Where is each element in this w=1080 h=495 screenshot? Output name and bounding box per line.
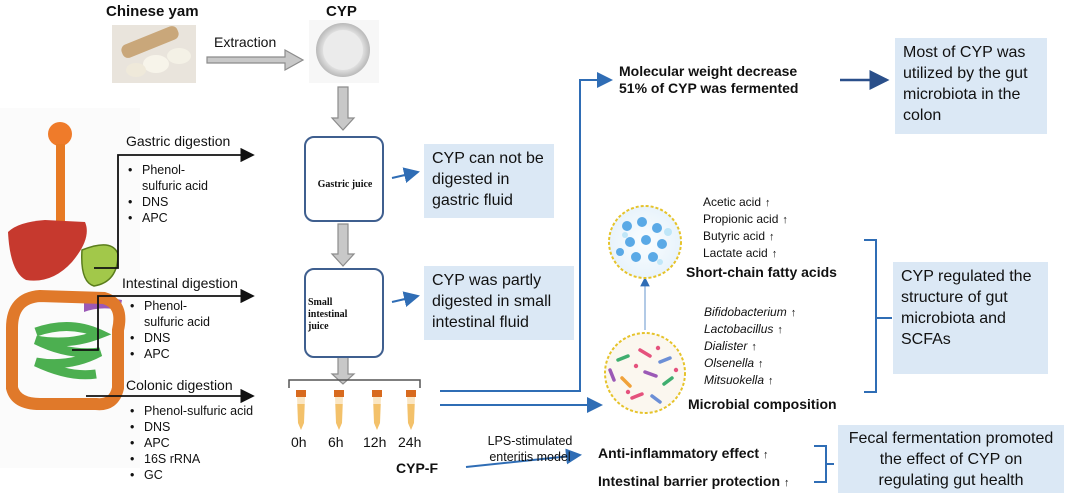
method-item: 16S rRNA	[130, 451, 253, 467]
cyp-powder-image	[309, 20, 379, 83]
anti-inflammatory-text: Anti-inflammatory effect↑	[598, 445, 769, 464]
scfa-item: Propionic acid↑	[703, 212, 788, 226]
microbe-item: Dialister↑	[704, 339, 757, 353]
colon-utilization-box: Most of CYP was utilized by the gut micr…	[895, 38, 1047, 134]
stage-connector-lines	[72, 147, 255, 404]
digestive-system-illustration	[0, 108, 140, 468]
enteritis-model-label: LPS-stimulated enteritis model	[487, 434, 573, 464]
method-item: APC	[130, 346, 210, 362]
scfa-cell-image	[608, 205, 682, 279]
scfa-title: Short-chain fatty acids	[686, 264, 837, 280]
microbe-item: Olsenella↑	[704, 356, 764, 370]
intestinal-juice-label: Small intestinal juice	[308, 297, 348, 332]
result-arrows	[391, 167, 420, 307]
flow-gray-arrows	[330, 86, 356, 385]
method-item: DNS	[128, 194, 208, 210]
extraction-label: Extraction	[214, 34, 277, 50]
intestinal-result-box: CYP was partly digested in small intesti…	[424, 266, 574, 340]
tube-tray-bracket	[288, 379, 421, 388]
gastric-vessel	[304, 136, 384, 222]
intestinal-stage-label: Intestinal digestion	[122, 275, 238, 291]
method-item: APC	[130, 435, 253, 451]
extraction-arrow	[206, 48, 305, 72]
method-item: sulfuric acid	[144, 315, 210, 329]
method-item: APC	[128, 210, 208, 226]
method-item: Phenol-	[130, 298, 210, 314]
time-label: 0h	[291, 434, 307, 450]
increase-arrow-icon: ↑	[790, 307, 797, 319]
method-item: sulfuric acid	[142, 179, 208, 193]
method-item: Phenol-sulfuric acid	[130, 403, 253, 419]
increase-arrow-icon: ↑	[758, 358, 764, 370]
fermentation-tubes	[296, 390, 416, 430]
increase-arrow-icon: ↑	[768, 375, 774, 387]
time-label: 6h	[328, 434, 344, 450]
microbe-title: Microbial composition	[688, 396, 837, 412]
method-item: GC	[130, 467, 253, 483]
intestinal-methods-list: Phenol- sulfuric acid DNS APC	[130, 298, 210, 362]
microbe-item: Mitsuokella↑	[704, 373, 774, 387]
chinese-yam-image	[112, 25, 196, 83]
microbe-item: Bifidobacterium↑	[704, 305, 797, 319]
increase-arrow-icon: ↑	[763, 449, 769, 461]
microbiota-regulation-box: CYP regulated the structure of gut micro…	[893, 262, 1048, 374]
increase-arrow-icon: ↑	[784, 477, 790, 489]
fermentation-flow-arrows	[440, 72, 613, 413]
increase-arrow-icon: ↑	[769, 231, 775, 243]
molecular-weight-text: Molecular weight decrease	[619, 63, 798, 79]
method-item: DNS	[130, 330, 210, 346]
fecal-fermentation-box: Fecal fermentation promoted the effect o…	[838, 425, 1064, 493]
colonic-methods-list: Phenol-sulfuric acid DNS APC 16S rRNA GC	[130, 403, 253, 483]
microbial-cell-image	[604, 332, 686, 414]
scfa-item: Butyric acid↑	[703, 229, 775, 243]
microbe-item: Lactobacillus↑	[704, 322, 783, 336]
time-label: 12h	[363, 434, 387, 450]
gastric-juice-label: Gastric juice	[317, 179, 373, 190]
increase-arrow-icon: ↑	[751, 341, 757, 353]
barrier-protection-text: Intestinal barrier protection↑	[598, 473, 790, 492]
time-label: 24h	[398, 434, 422, 450]
colonic-stage-label: Colonic digestion	[126, 377, 233, 393]
enteritis-arrow	[465, 448, 582, 468]
scfa-item: Acetic acid↑	[703, 195, 771, 209]
scfa-item: Lactate acid↑	[703, 246, 778, 260]
gastric-stage-label: Gastric digestion	[126, 133, 231, 149]
increase-arrow-icon: ↑	[782, 214, 788, 226]
increase-arrow-icon: ↑	[777, 324, 783, 336]
intestinal-vessel	[304, 268, 384, 358]
increase-arrow-icon: ↑	[771, 248, 778, 260]
gastric-result-box: CYP can not be digested in gastric fluid	[424, 144, 554, 218]
cyp-f-label: CYP-F	[396, 460, 438, 476]
gastric-methods-list: Phenol- sulfuric acid DNS APC	[128, 162, 208, 226]
chinese-yam-title: Chinese yam	[106, 3, 199, 20]
effects-brace	[814, 445, 834, 483]
fermented-percent-text: 51% of CYP was fermented	[619, 80, 799, 96]
increase-arrow-icon: ↑	[765, 197, 771, 209]
microbiota-group-brace	[864, 239, 884, 393]
method-item: DNS	[130, 419, 253, 435]
cyp-title: CYP	[326, 3, 357, 20]
method-item: Phenol-	[128, 162, 208, 178]
